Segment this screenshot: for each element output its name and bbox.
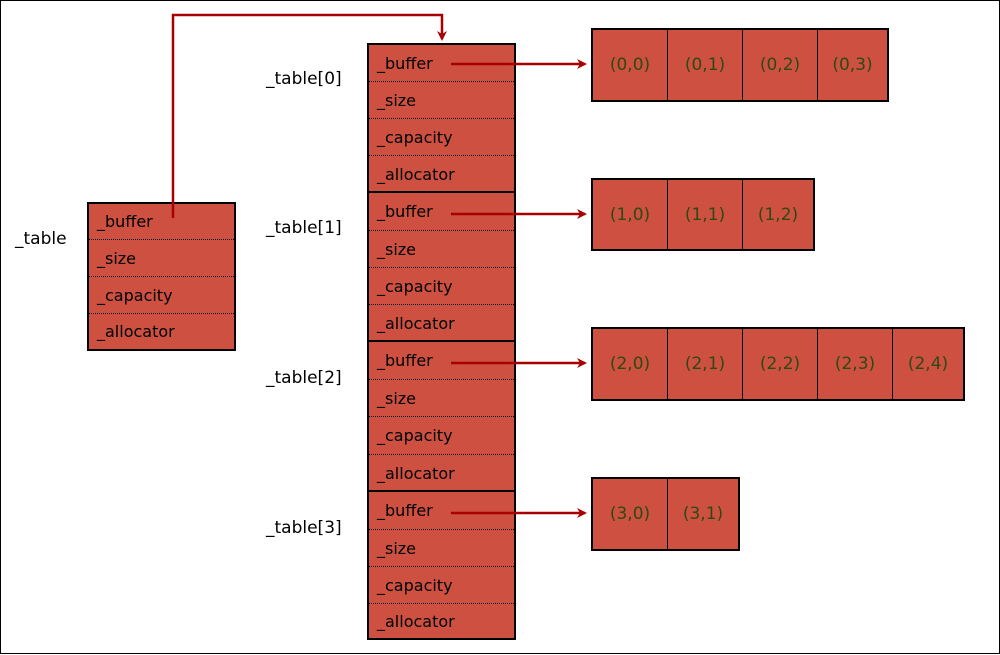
row-struct-3: _buffer _size _capacity _allocator [367,490,516,640]
buffer-cell: (3,1) [682,504,724,524]
row-struct-1: _buffer _size _capacity _allocator [367,191,516,343]
buffer-cell: (0,2) [743,30,818,100]
buffer-cell: (2,0) [593,329,668,399]
buffer-cell: (2,4) [907,354,949,374]
row-2-field-capacity: _capacity [369,417,514,455]
buffer-array-0: (0,0) (0,1) (0,2) (0,3) [591,28,889,102]
buffer-cell: (1,0) [593,180,668,249]
buffer-cell: (0,1) [668,30,743,100]
table-label: _table [15,229,67,249]
row-2-field-size: _size [369,380,514,417]
row-0-field-capacity: _capacity [369,119,514,156]
row-label-3: _table[3] [266,518,342,538]
row-0-field-size: _size [369,82,514,119]
row-1-field-buffer: _buffer [369,193,514,231]
table-field-size: _size [89,240,234,277]
buffer-cell: (2,1) [668,329,743,399]
row-1-field-capacity: _capacity [369,268,514,305]
row-1-field-allocator: _allocator [377,313,455,333]
row-label-0: _table[0] [266,69,342,89]
row-2-field-buffer: _buffer [369,342,514,380]
row-struct-0: _buffer _size _capacity _allocator [367,43,516,194]
buffer-cell: (1,2) [757,204,799,225]
row-label-2: _table[2] [266,368,342,388]
row-2-field-allocator: _allocator [377,463,455,483]
row-0-field-buffer: _buffer [369,45,514,82]
buffer-cell: (0,0) [593,30,668,100]
buffer-array-1: (1,0) (1,1) (1,2) [591,178,815,251]
row-label-1: _table[1] [266,218,342,238]
row-0-field-allocator: _allocator [377,164,455,184]
buffer-cell: (2,3) [818,329,893,399]
buffer-array-3: (3,0) (3,1) [591,477,740,551]
table-field-capacity: _capacity [89,277,234,314]
table-field-buffer: _buffer [89,204,234,240]
table-field-allocator: _allocator [97,322,175,341]
row-1-field-size: _size [369,231,514,268]
buffer-cell: (3,0) [593,479,668,549]
table-struct: _buffer _size _capacity _allocator [87,202,236,351]
row-3-field-allocator: _allocator [377,611,455,631]
buffer-cell: (2,2) [743,329,818,399]
row-3-field-capacity: _capacity [369,567,514,604]
row-struct-2: _buffer _size _capacity _allocator [367,340,516,493]
buffer-cell: (0,3) [832,55,873,75]
buffer-cell: (1,1) [668,180,743,249]
row-3-field-size: _size [369,530,514,567]
row-3-field-buffer: _buffer [369,492,514,530]
buffer-array-2: (2,0) (2,1) (2,2) (2,3) (2,4) [591,327,965,401]
